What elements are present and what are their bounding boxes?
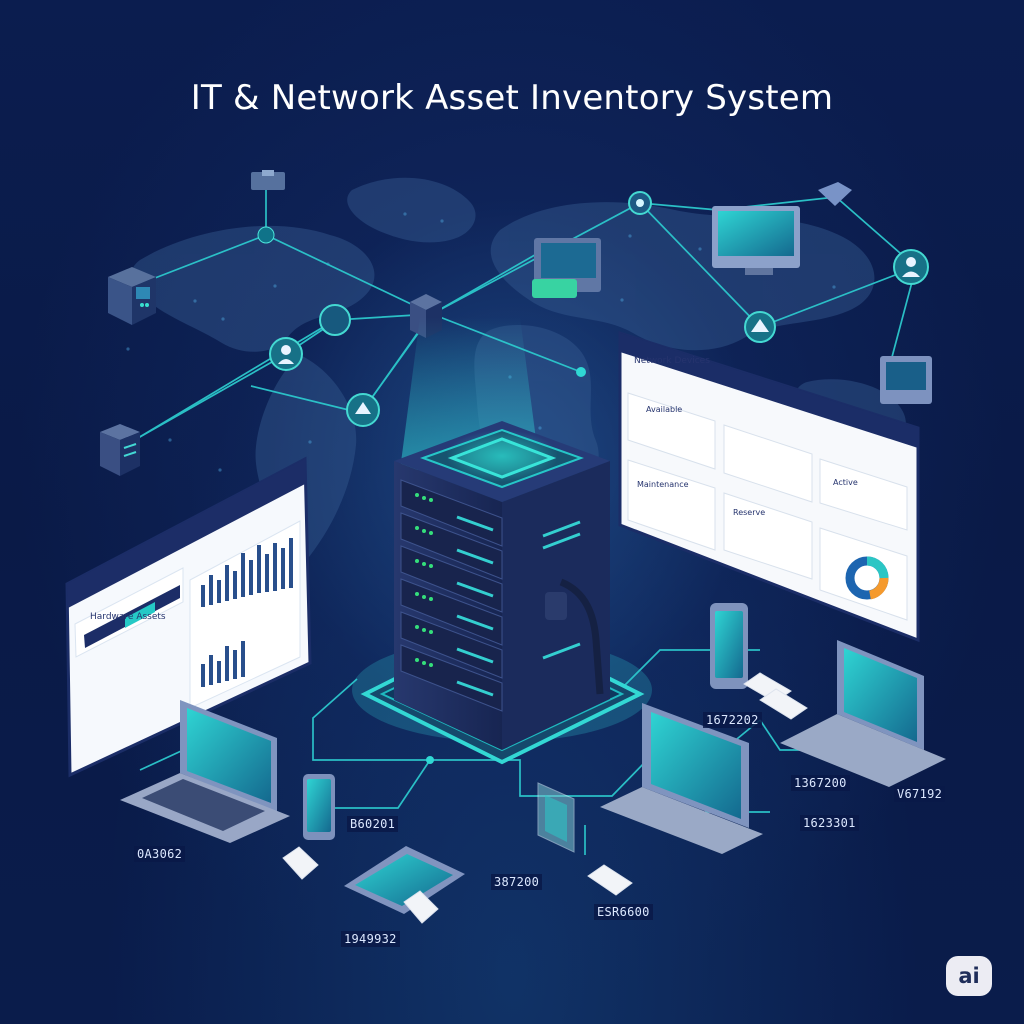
right-section-2: Maintenance — [637, 480, 689, 489]
right-section-4: Active — [833, 478, 858, 487]
asset-label-5: ESR6600 — [594, 904, 653, 920]
page-title: IT & Network Asset Inventory System — [190, 78, 834, 118]
asset-label-1: 0A3062 — [134, 846, 186, 862]
asset-label-2: B60201 — [347, 816, 399, 832]
right-section-1: Available — [646, 405, 683, 414]
left-panel-title: Hardware Assets — [90, 612, 166, 622]
asset-label-7: 1367200 — [791, 775, 850, 791]
top-network-icons — [100, 170, 932, 476]
asset-label-9: V67192 — [894, 786, 946, 802]
asset-tags — [282, 672, 808, 924]
asset-label-4: 387200 — [491, 874, 543, 890]
central-server — [394, 421, 610, 750]
ai-badge: ai — [946, 956, 992, 996]
asset-label-3: 1949932 — [341, 931, 400, 947]
right-dashboard — [618, 330, 920, 643]
asset-label-6: 1672202 — [703, 712, 762, 728]
right-panel-title: Network Devices — [634, 356, 710, 366]
right-section-3: Reserve — [733, 508, 766, 517]
left-dashboard — [65, 456, 312, 778]
endpoint-devices — [120, 603, 946, 914]
asset-label-8: 1623301 — [800, 815, 859, 831]
